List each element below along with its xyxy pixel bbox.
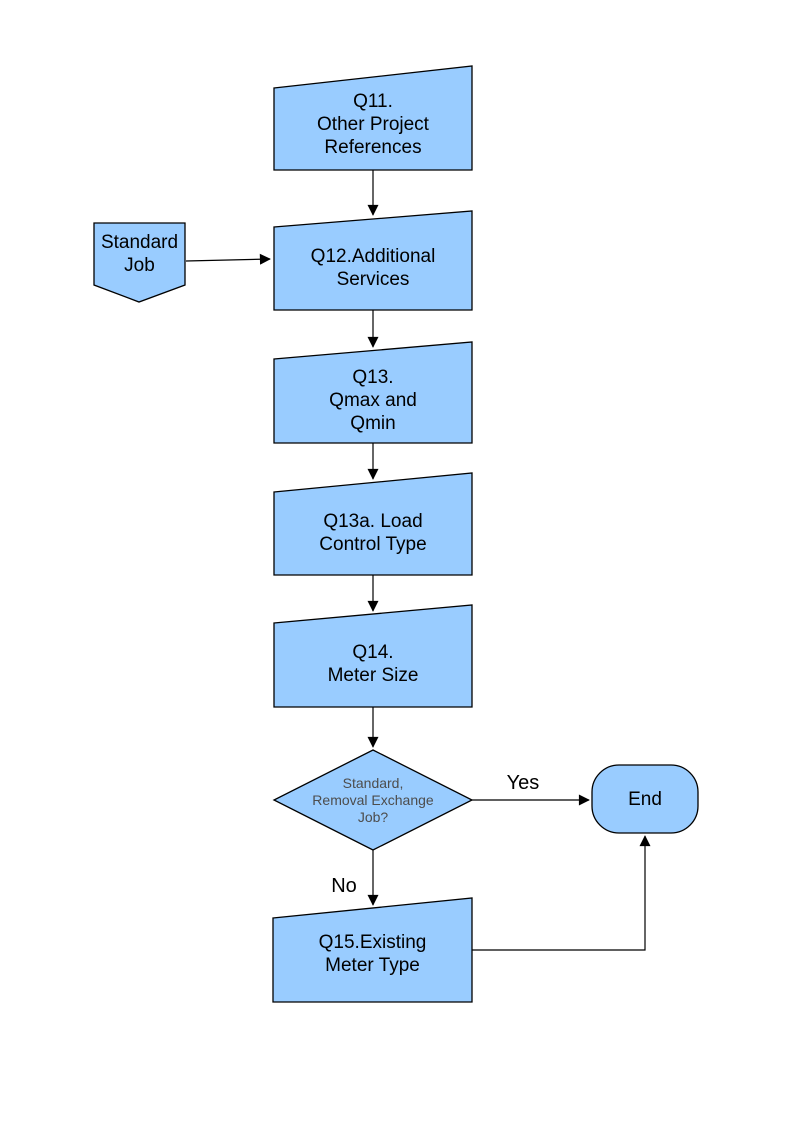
node-q13-shape [273, 341, 473, 444]
node-q11-shape [273, 65, 473, 171]
connector-q15-end [472, 835, 651, 951]
node-decision-shape [272, 749, 474, 851]
node-q15-shape [272, 897, 473, 1003]
node-end-shape [591, 764, 699, 834]
node-q12-shape [273, 210, 473, 311]
node-q13a-shape [273, 472, 473, 576]
node-q14-shape [273, 604, 473, 708]
connector-standardjob-q12 [185, 253, 271, 265]
node-standard-job-shape [93, 222, 186, 303]
